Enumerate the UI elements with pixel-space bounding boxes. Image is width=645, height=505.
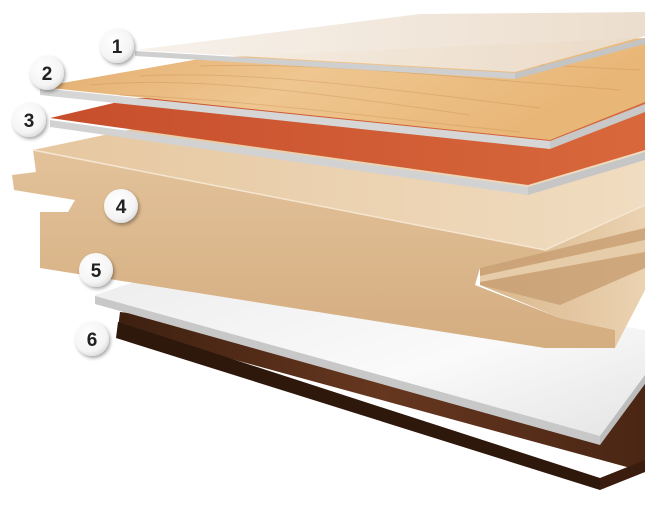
callout-6: 6 — [75, 322, 109, 356]
layer-5-underlay — [95, 255, 645, 445]
layer-6-backing — [116, 312, 645, 490]
callout-bubble — [79, 253, 113, 287]
callout-label-2: 2 — [42, 64, 53, 85]
callout-4: 4 — [104, 189, 138, 223]
callout-label-5: 5 — [91, 261, 102, 282]
callout-3: 3 — [12, 103, 46, 137]
layer-1-overlay — [135, 12, 645, 79]
callout-1: 1 — [100, 29, 134, 63]
callout-label-3: 3 — [24, 111, 35, 132]
callout-label-6: 6 — [87, 330, 98, 351]
callout-label-4: 4 — [116, 197, 127, 218]
callout-bubble — [100, 29, 134, 63]
callout-bubble — [12, 103, 46, 137]
callout-bubble — [75, 322, 109, 356]
callout-5: 5 — [79, 253, 113, 287]
callout-label-1: 1 — [112, 37, 123, 58]
callout-2: 2 — [30, 56, 64, 90]
callout-bubble — [104, 189, 138, 223]
callout-bubble — [30, 56, 64, 90]
